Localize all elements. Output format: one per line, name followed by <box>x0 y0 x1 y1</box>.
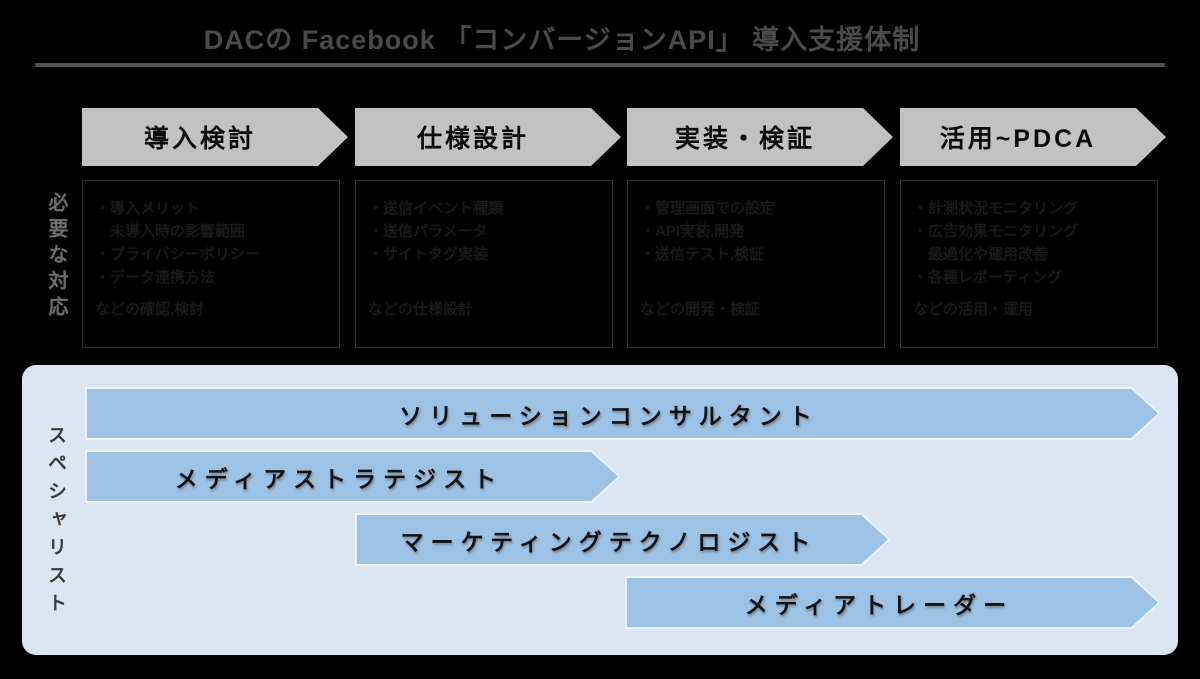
task-item: ・導入メリット <box>95 200 201 217</box>
role-bar-label: ソリューションコンサルタント <box>87 389 1158 438</box>
stage-arrow-pdca: 活用~PDCA <box>900 108 1166 166</box>
task-box-implementation: ・管理画面での設定 ・API実装,開発 ・送信テスト,検証 などの開発・検証 <box>627 180 885 348</box>
stage-label: 実装・検証 <box>674 125 815 153</box>
role-bar-marketing-technologist: マーケティングテクノロジスト <box>355 513 890 566</box>
task-item: ・API実装,開発 <box>640 223 745 240</box>
task-item: ・プライバシーポリシー <box>95 246 260 263</box>
task-item: 未導入時の影響範囲 <box>95 223 246 240</box>
task-box-intro-review: ・導入メリット 未導入時の影響範囲 ・プライバシーポリシー ・データ連携方法 な… <box>82 180 340 348</box>
stage-arrow-implementation: 実装・検証 <box>627 108 893 166</box>
specialists-side-label: スペシャリスト <box>45 425 66 621</box>
role-bar-label: マーケティングテクノロジスト <box>357 515 888 564</box>
page-title: DACの Facebook 「コンバージョンAPI」 導入支援体制 <box>203 25 921 55</box>
task-item: ・送信イベント種類 <box>368 200 504 217</box>
task-box-footer: などの確認,検討 <box>95 301 205 318</box>
stage-label: 仕様設計 <box>416 125 529 153</box>
stage-label: 活用~PDCA <box>939 125 1097 153</box>
role-bar-media-strategist: メディアストラテジスト <box>85 450 620 503</box>
task-item: ・各種レポーティング <box>913 269 1063 286</box>
stage-arrow-intro-review: 導入検討 <box>82 108 348 166</box>
task-box-footer: などの開発・検証 <box>640 301 761 318</box>
tasks-side-label: 必要な対応 <box>45 192 67 322</box>
task-item: ・送信パラメータ <box>368 223 488 240</box>
task-box-pdca: ・計測状況モニタリング ・広告効果モニタリング 最適化や運用改善 ・各種レポーテ… <box>900 180 1158 348</box>
role-bar-label: メディアストラテジスト <box>87 452 618 501</box>
task-item: ・送信テスト,検証 <box>640 246 765 263</box>
title-divider <box>35 63 1165 67</box>
stage-label: 導入検討 <box>143 125 256 153</box>
specialists-panel: スペシャリスト ソリューションコンサルタント メディアストラテジスト マーケティ… <box>22 365 1178 655</box>
role-bar-label: メディアトレーダー <box>627 578 1158 627</box>
task-item: ・サイトタグ実装 <box>368 246 489 263</box>
role-bar-solution-consultant: ソリューションコンサルタント <box>85 387 1160 440</box>
task-item: ・広告効果モニタリング <box>913 223 1079 240</box>
stage-arrow-spec-design: 仕様設計 <box>355 108 621 166</box>
task-box-spec-design: ・送信イベント種類 ・送信パラメータ ・サイトタグ実装 などの仕様設計 <box>355 180 613 348</box>
role-bar-media-trader: メディアトレーダー <box>625 576 1160 629</box>
task-item: ・データ連携方法 <box>95 269 216 286</box>
task-item: ・計測状況モニタリング <box>913 200 1079 217</box>
task-item: 最適化や運用改善 <box>913 246 1049 263</box>
task-box-footer: などの仕様設計 <box>368 301 474 318</box>
task-item: ・管理画面での設定 <box>640 200 776 217</box>
task-box-footer: などの活用・運用 <box>913 301 1034 318</box>
